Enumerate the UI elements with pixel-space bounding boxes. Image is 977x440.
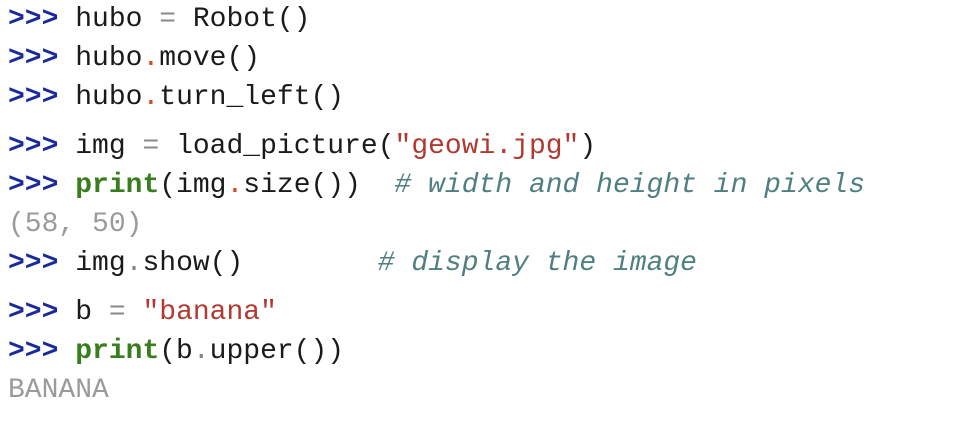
code-text: move() (159, 43, 261, 74)
input-line: >>> hubo = Robot() (8, 2, 310, 38)
prompt-marker: >>> (8, 4, 59, 35)
input-line: >>> img = load_picture("geowi.jpg") (8, 129, 596, 165)
code-text: upper()) (209, 336, 345, 367)
code-text: ) (579, 131, 597, 162)
code-comment: # display the image (377, 248, 697, 279)
code-text: b (75, 297, 109, 328)
code-text: hubo (75, 4, 160, 35)
code-comment: # width and height in pixels (394, 170, 865, 201)
input-line: >>> b = "banana" (8, 295, 277, 331)
keyword: print (75, 336, 160, 367)
attribute-dot: . (226, 170, 244, 201)
code-text: hubo (75, 82, 143, 113)
code-text: show() (142, 248, 378, 279)
code-text: hubo (75, 43, 143, 74)
operator: = (142, 131, 160, 162)
prompt-marker: >>> (8, 82, 59, 113)
output-line: BANANA (8, 373, 109, 409)
keyword: print (75, 170, 160, 201)
prompt-marker: >>> (8, 43, 59, 74)
prompt-marker: >>> (8, 248, 59, 279)
input-line: >>> hubo.turn_left() (8, 80, 344, 116)
prompt-marker: >>> (8, 336, 59, 367)
input-line: >>> print(img.size()) # width and height… (8, 168, 865, 204)
code-text: load_picture( (159, 131, 395, 162)
input-line: >>> img.show() # display the image (8, 246, 697, 282)
code-text: size()) (243, 170, 395, 201)
code-text: (b (159, 336, 193, 367)
prompt-marker: >>> (8, 297, 59, 328)
prompt-marker: >>> (8, 170, 59, 201)
output-text: BANANA (8, 375, 109, 406)
input-line: >>> hubo.move() (8, 41, 260, 77)
output-text: (58, 50) (8, 209, 143, 240)
operator: = (159, 4, 177, 35)
output-line: (58, 50) (8, 207, 142, 243)
input-line: >>> print(b.upper()) (8, 334, 344, 370)
operator: = (108, 297, 126, 328)
code-text: Robot() (176, 4, 311, 35)
code-text: img (75, 248, 126, 279)
code-text (126, 297, 143, 328)
operator: . (125, 248, 143, 279)
attribute-dot: . (142, 82, 160, 113)
attribute-dot: . (142, 43, 160, 74)
code-text: (img (159, 170, 227, 201)
string-literal: "geowi.jpg" (394, 131, 580, 162)
code-text: turn_left() (159, 82, 345, 113)
code-text: img (75, 131, 143, 162)
operator: . (192, 336, 210, 367)
prompt-marker: >>> (8, 131, 59, 162)
string-literal: "banana" (142, 297, 277, 328)
